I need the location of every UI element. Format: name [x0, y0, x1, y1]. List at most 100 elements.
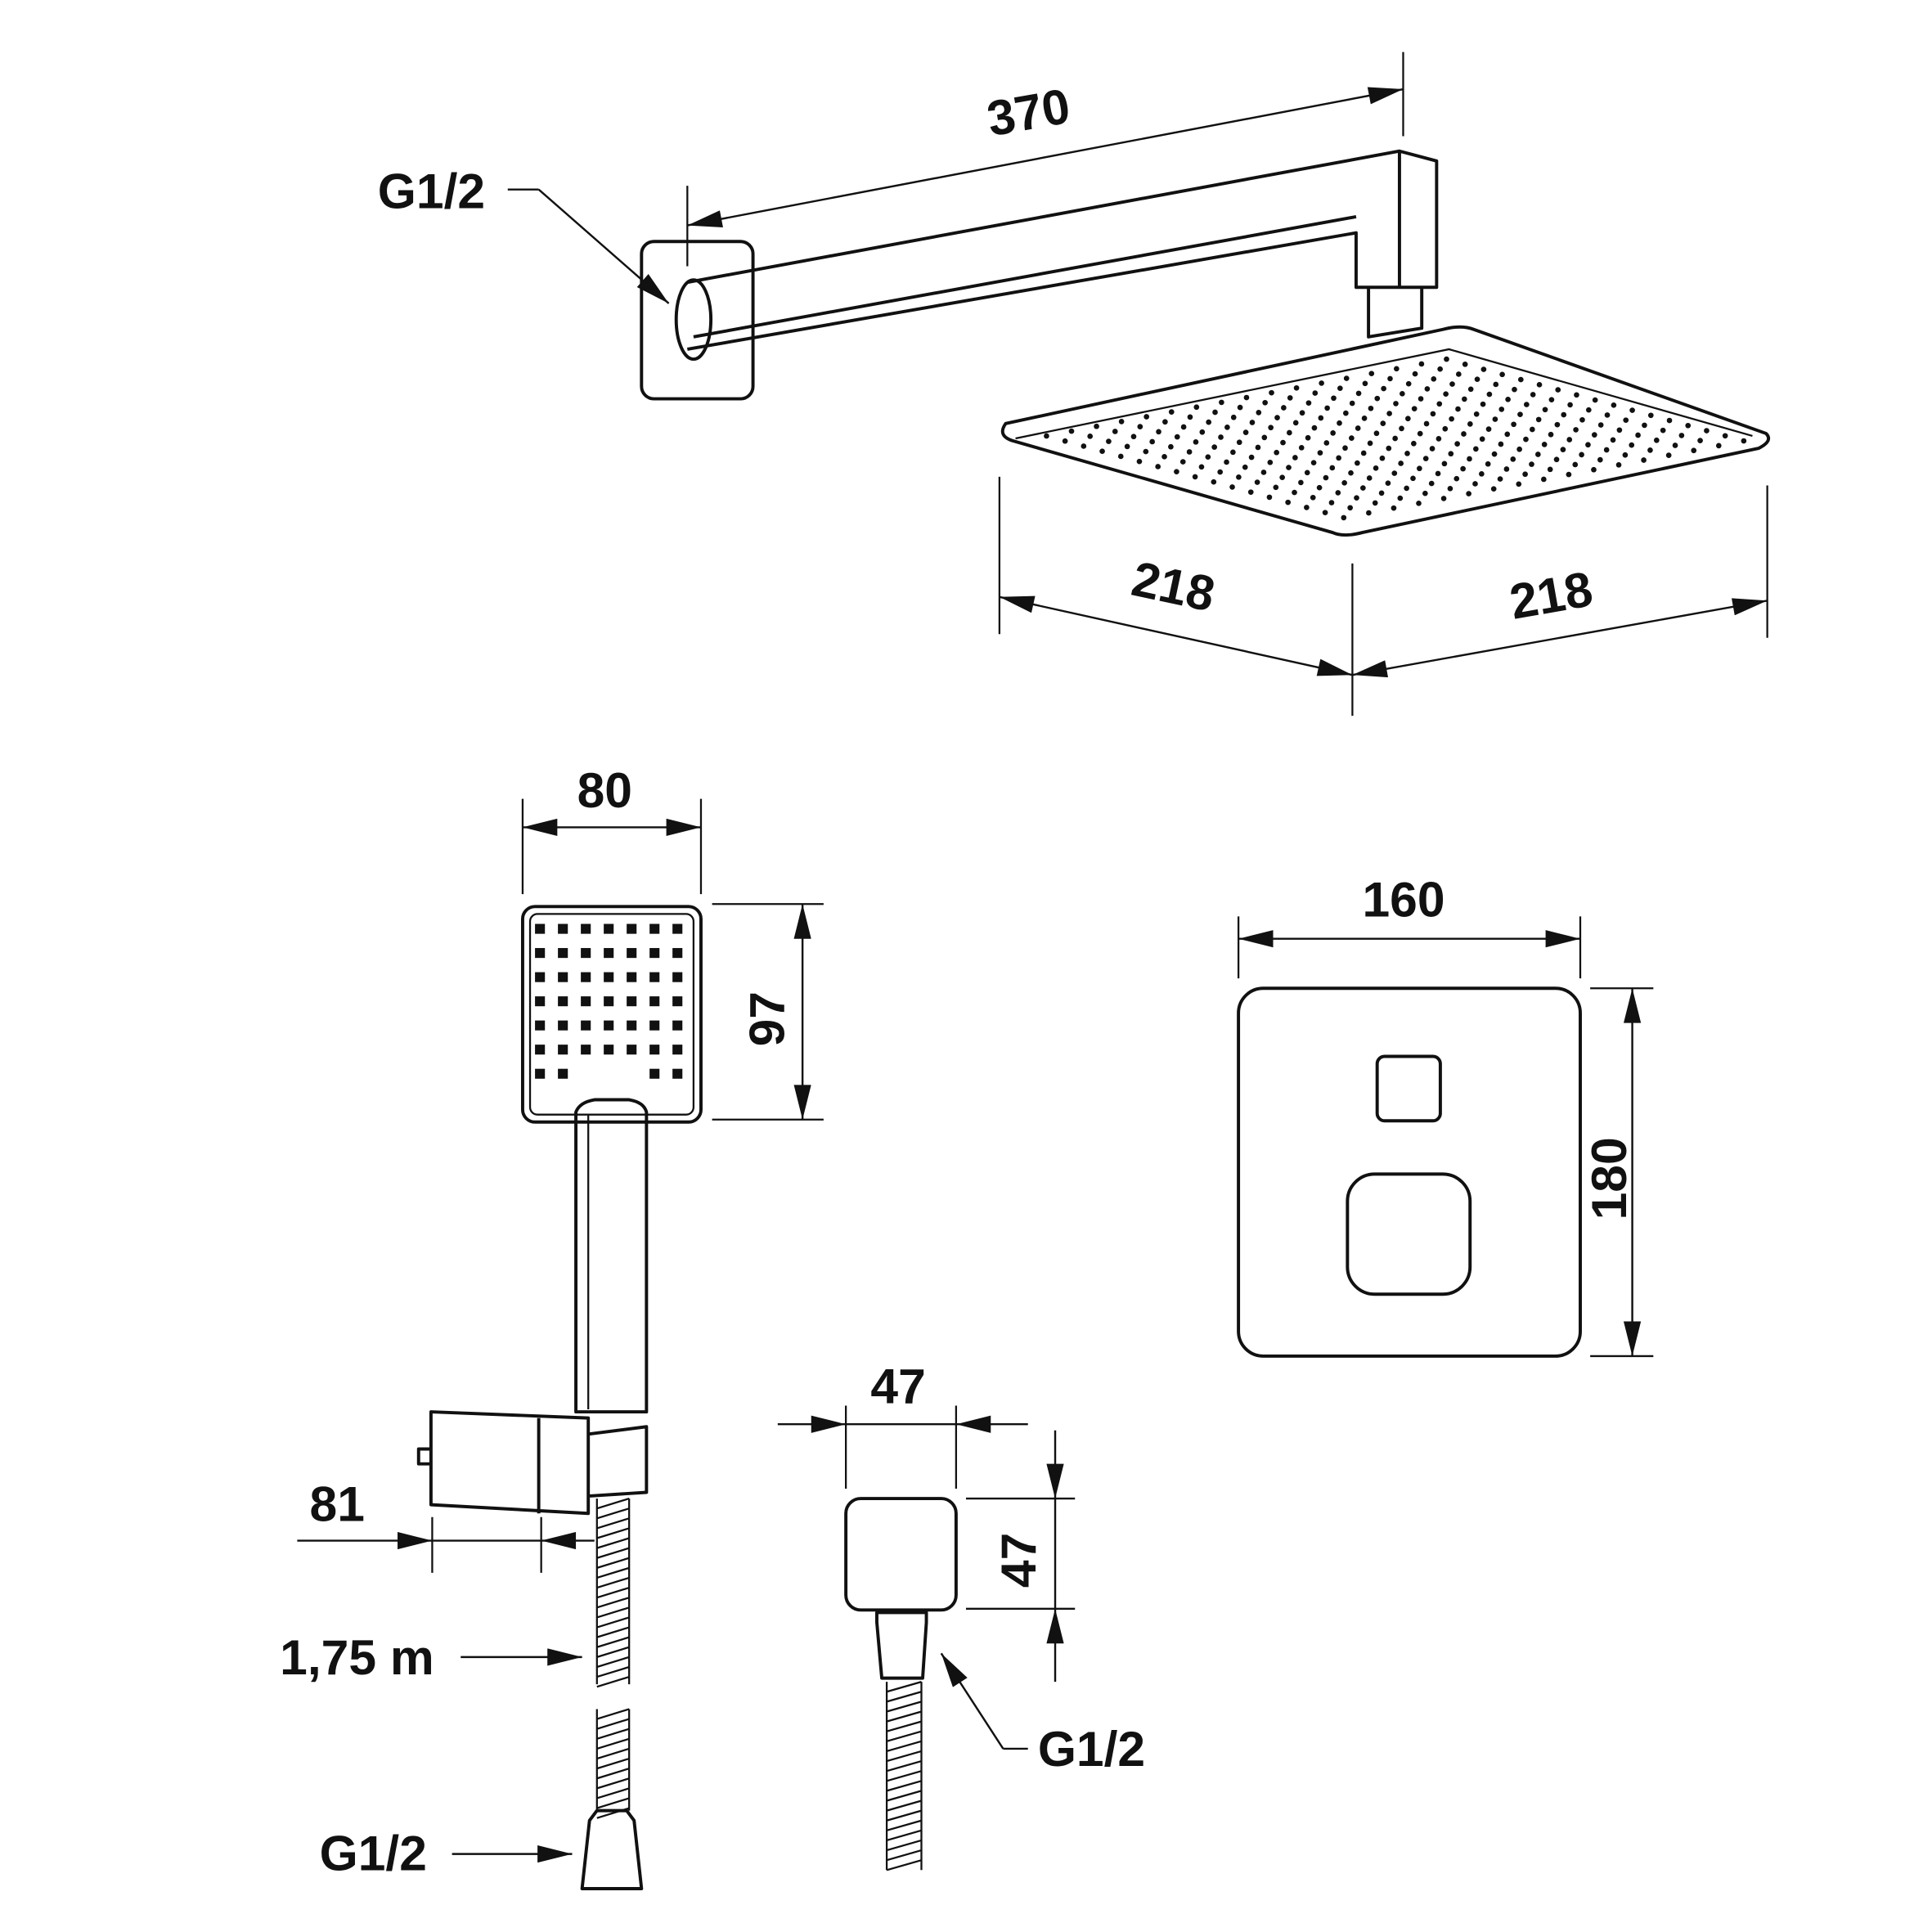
nozzle — [1360, 485, 1366, 491]
nozzle — [1243, 394, 1250, 401]
nozzle — [627, 996, 637, 1007]
nozzle — [1143, 448, 1149, 455]
nozzle — [1230, 414, 1237, 420]
nozzle — [1547, 466, 1553, 473]
nozzle — [1366, 510, 1372, 516]
nozzle — [627, 948, 637, 959]
nozzle — [604, 996, 614, 1007]
nozzle — [604, 1020, 614, 1031]
nozzle — [1503, 466, 1510, 472]
nozzle — [558, 972, 568, 982]
outlet-height-label: 47 — [991, 1533, 1046, 1588]
nozzle — [672, 1045, 683, 1055]
nozzle — [1517, 376, 1524, 383]
nozzle — [1099, 448, 1105, 455]
nozzle — [1304, 470, 1310, 476]
nozzle — [1310, 460, 1317, 466]
nozzle — [1236, 439, 1242, 446]
nozzle — [1416, 500, 1422, 506]
nozzle — [1381, 385, 1386, 392]
nozzle — [1393, 401, 1399, 407]
nozzle — [1361, 416, 1368, 421]
nozzle — [1274, 449, 1279, 456]
hose-thread-label: G1/2 — [320, 1825, 427, 1880]
nozzle — [1373, 465, 1379, 471]
nozzle — [1394, 366, 1400, 372]
nozzle — [1261, 434, 1268, 441]
nozzle — [1287, 395, 1293, 401]
nozzle — [1280, 439, 1286, 446]
nozzle — [1379, 455, 1386, 461]
nozzle — [1604, 412, 1611, 418]
thermostat-plate: 160 180 — [1237, 871, 1654, 1358]
outlet-hose — [885, 1681, 923, 1871]
head-width-label: 218 — [1127, 550, 1220, 622]
nozzle — [1355, 425, 1361, 431]
nozzle — [1437, 366, 1443, 372]
nozzle — [1328, 500, 1335, 505]
nozzle — [1124, 443, 1130, 450]
nozzle — [1522, 471, 1528, 478]
hose-connector — [580, 1808, 644, 1890]
nozzle — [1467, 456, 1472, 462]
nozzle — [1323, 474, 1329, 481]
nozzle — [1529, 426, 1535, 433]
nozzle — [1368, 371, 1375, 377]
nozzle — [1254, 479, 1260, 485]
nozzle — [1087, 434, 1094, 439]
nozzle — [1691, 447, 1697, 454]
nozzle — [1462, 362, 1468, 367]
nozzle — [672, 923, 683, 934]
nozzle — [1510, 456, 1516, 462]
nozzle — [1298, 479, 1304, 486]
nozzle — [1498, 407, 1505, 412]
nozzle — [1480, 401, 1486, 407]
nozzle — [1267, 459, 1274, 465]
nozzle — [1436, 436, 1442, 442]
nozzle — [1168, 409, 1175, 415]
nozzle — [1224, 425, 1230, 430]
nozzle — [1312, 390, 1319, 396]
nozzle — [1542, 407, 1548, 413]
nozzle — [1368, 405, 1374, 411]
nozzle — [1497, 476, 1503, 482]
nozzle — [1143, 414, 1150, 420]
nozzle — [1237, 404, 1243, 411]
nozzle — [1536, 381, 1543, 388]
nozzle — [1398, 461, 1404, 466]
nozzle — [1448, 451, 1454, 457]
nozzle — [1174, 469, 1179, 475]
nozzle — [1229, 484, 1235, 490]
nozzle — [1305, 400, 1312, 406]
nozzle — [1136, 458, 1143, 465]
nozzle — [1137, 424, 1143, 429]
nozzle — [1642, 422, 1647, 429]
nozzle — [1242, 429, 1249, 435]
cover-plate — [1237, 986, 1582, 1358]
nozzle — [1341, 514, 1347, 521]
nozzle — [581, 1045, 591, 1055]
nozzle — [558, 923, 568, 934]
nozzle — [1672, 443, 1678, 448]
nozzle — [581, 923, 591, 934]
nozzle — [1247, 489, 1254, 495]
dimension-head-depth — [1352, 598, 1768, 678]
holder-depth-label: 81 — [310, 1476, 365, 1531]
hand-shower-nozzles — [535, 923, 683, 1079]
nozzle — [1440, 496, 1447, 501]
plate-width-label: 160 — [1363, 871, 1445, 927]
nozzle — [535, 972, 546, 982]
hand-shower-handle — [574, 1098, 649, 1414]
nozzle — [1405, 416, 1411, 422]
nozzle — [1355, 390, 1362, 397]
nozzle — [1212, 409, 1218, 416]
nozzle — [1337, 385, 1343, 392]
nozzle — [1298, 445, 1305, 451]
nozzle — [1492, 416, 1498, 422]
nozzle — [1268, 425, 1274, 431]
nozzle — [1380, 420, 1386, 426]
inlet-thread-leader — [537, 188, 670, 304]
nozzle — [1404, 451, 1410, 456]
nozzle — [1660, 427, 1666, 434]
